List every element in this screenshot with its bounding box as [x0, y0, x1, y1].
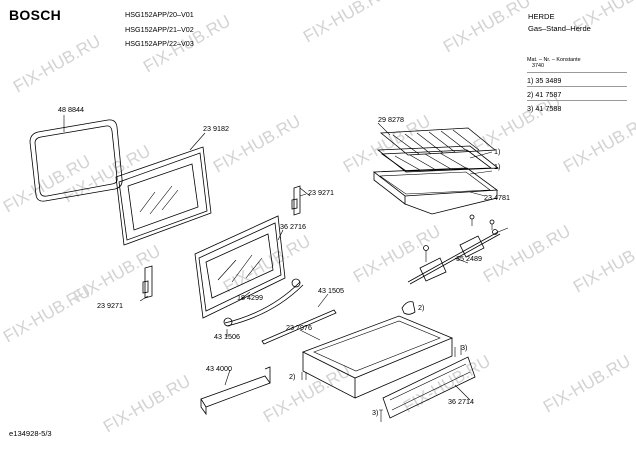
- legend-heading-text: Mat. – Nr. – Konstante: [527, 57, 581, 63]
- door-handle-drawing: [223, 278, 304, 327]
- drawer-front-drawing: [382, 356, 476, 419]
- legend-heading-value: 3740: [532, 63, 544, 70]
- baking-tray-drawing: [376, 145, 500, 173]
- marker-3-drawer: 3): [461, 343, 468, 352]
- part-label: 23 9271: [308, 188, 334, 197]
- clip-part-drawing: [401, 301, 416, 315]
- part-label: 36 2716: [280, 222, 306, 231]
- storage-drawer-drawing: [302, 315, 454, 399]
- legend-heading: Mat. – Nr. – Konstante 3740: [527, 57, 627, 69]
- trim-strip-drawing: [261, 309, 337, 345]
- diagram-id: e134928-5/3: [9, 429, 52, 438]
- oven-rack-drawing: [379, 127, 497, 156]
- model-number-1: HSG152APP/20–V01: [125, 10, 194, 19]
- drawer-runner-drawing: [200, 366, 271, 416]
- part-label: 23 4781: [484, 193, 510, 202]
- marker-2-runner: 2): [289, 372, 296, 381]
- legend-item-1: 1) 35 3489: [527, 72, 627, 85]
- outer-door-drawing: [194, 215, 286, 319]
- part-label: 23 9182: [203, 124, 229, 133]
- category-label: HERDE: [528, 12, 555, 21]
- inner-door-drawing: [115, 146, 212, 246]
- pan-screws-drawing: [469, 214, 495, 230]
- legend-item-3: 3) 41 7588: [527, 100, 627, 113]
- brand-logo: BOSCH: [9, 7, 62, 23]
- leader-lines: [63, 115, 493, 401]
- part-label: 18 4299: [237, 293, 263, 302]
- part-label: 36 2714: [448, 397, 474, 406]
- part-label: 23 7976: [286, 323, 312, 332]
- marker-1-tray: 1): [494, 162, 501, 171]
- marker-3-front: 3): [372, 408, 379, 417]
- part-label: 43 1505: [318, 286, 344, 295]
- small-screws-drawing: [301, 345, 462, 422]
- model-number-2: HSG152APP/21–V02: [125, 25, 194, 34]
- legend-item-2: 2) 41 7587: [527, 86, 627, 99]
- part-label: 43 1506: [214, 332, 240, 341]
- marker-2-clip: 2): [418, 303, 425, 312]
- subcategory-label: Gas–Stand–Herde: [528, 24, 591, 33]
- door-gasket-drawing: [29, 119, 123, 202]
- model-number-3: HSG152APP/22–V03: [125, 39, 194, 48]
- marker-1-rack: 1): [494, 147, 501, 156]
- part-label: 35 2489: [456, 254, 482, 263]
- part-label: 48 8844: [58, 105, 84, 114]
- hinge-left-drawing: [142, 265, 153, 299]
- part-label: 43 4000: [206, 364, 232, 373]
- rotisserie-spit-drawing: [407, 227, 509, 285]
- hinge-top-drawing: [291, 185, 307, 216]
- roasting-pan-drawing: [372, 167, 499, 215]
- part-label: 29 8278: [378, 115, 404, 124]
- part-label: 23 9271: [97, 301, 123, 310]
